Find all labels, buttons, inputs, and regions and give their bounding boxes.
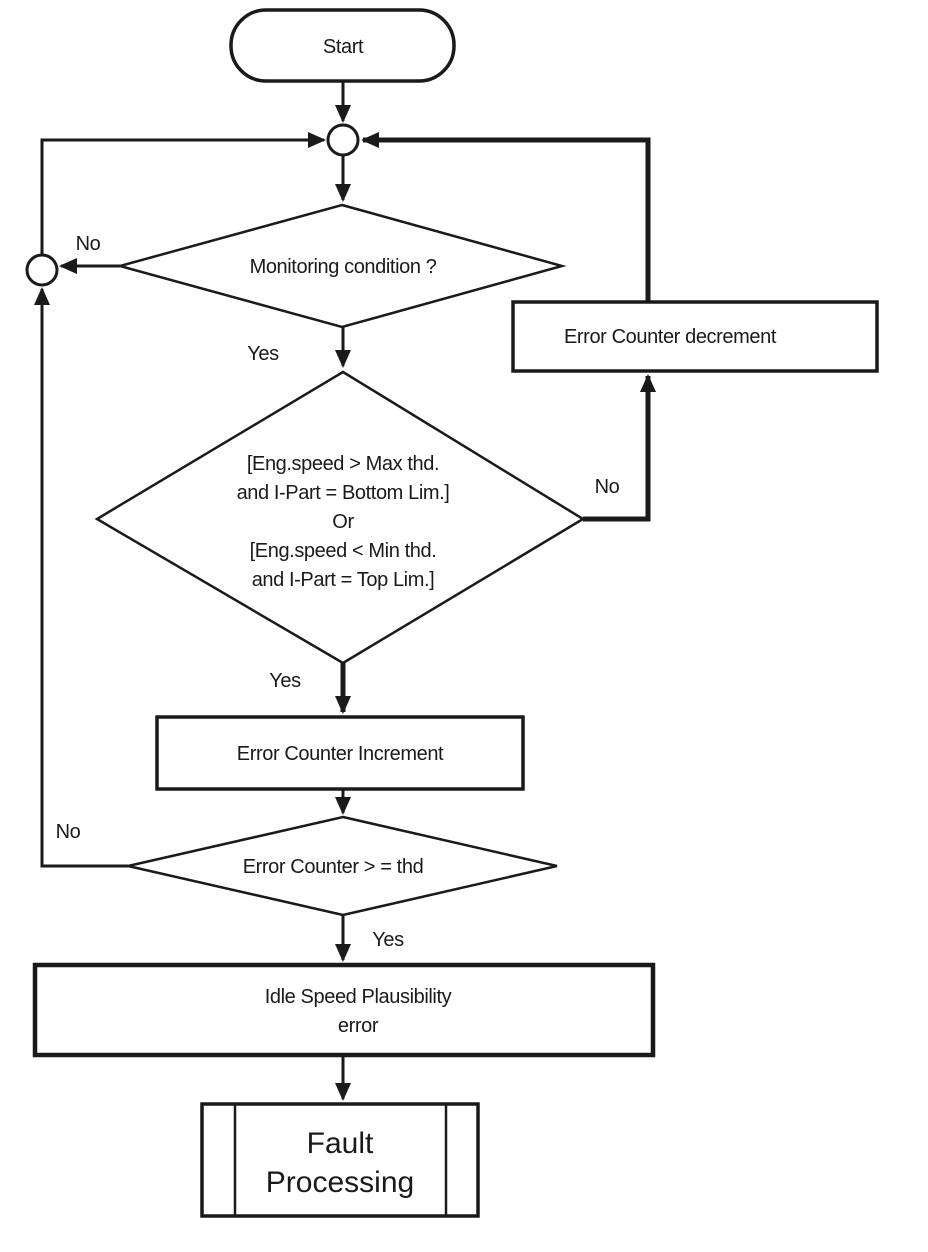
edge-counter-no bbox=[34, 287, 128, 868]
edge-leftjunction-to-topjunction bbox=[40, 132, 326, 254]
engspeed-decision-line2: and I-Part = Bottom Lim.] bbox=[237, 482, 450, 504]
counter-no-label: No bbox=[56, 821, 81, 843]
idle-speed-error-line1: Idle Speed Plausibility bbox=[265, 986, 452, 1008]
engspeed-decision-diamond bbox=[94, 370, 586, 665]
fault-processing-box bbox=[200, 1102, 480, 1218]
fault-processing-line2: Processing bbox=[266, 1166, 414, 1199]
engspeed-yes-label: Yes bbox=[269, 670, 301, 692]
start-label: Start bbox=[323, 36, 364, 58]
junction-left-circle bbox=[25, 253, 59, 287]
engspeed-decision-line5: and I-Part = Top Lim.] bbox=[252, 569, 435, 591]
counter-threshold-diamond bbox=[127, 815, 558, 917]
edge-decrement-to-junction bbox=[361, 132, 651, 302]
edge-engspeed-no bbox=[583, 374, 656, 522]
idle-speed-error-box bbox=[32, 962, 656, 1058]
error-counter-increment-label: Error Counter Increment bbox=[237, 743, 444, 765]
idle-speed-error-line2: error bbox=[338, 1015, 379, 1037]
error-counter-decrement-label: Error Counter decrement bbox=[564, 326, 777, 348]
error-counter-increment-box bbox=[155, 715, 525, 791]
engspeed-decision-line3: Or bbox=[332, 511, 354, 533]
monitoring-no-label: No bbox=[76, 233, 101, 255]
counter-yes-label: Yes bbox=[372, 929, 404, 951]
junction-top-circle bbox=[326, 123, 360, 157]
fault-processing-line1: Fault bbox=[307, 1127, 374, 1160]
error-counter-decrement-box bbox=[511, 300, 879, 373]
start-terminator bbox=[229, 8, 456, 83]
engspeed-no-label: No bbox=[595, 476, 620, 498]
counter-threshold-label: Error Counter > = thd bbox=[243, 856, 424, 878]
monitoring-decision-diamond bbox=[115, 203, 567, 329]
engspeed-decision-line1: [Eng.speed > Max thd. bbox=[247, 453, 439, 475]
monitoring-yes-label: Yes bbox=[247, 343, 279, 365]
engspeed-decision-line4: [Eng.speed < Min thd. bbox=[250, 540, 437, 562]
monitoring-decision-label: Monitoring condition ? bbox=[250, 256, 437, 278]
